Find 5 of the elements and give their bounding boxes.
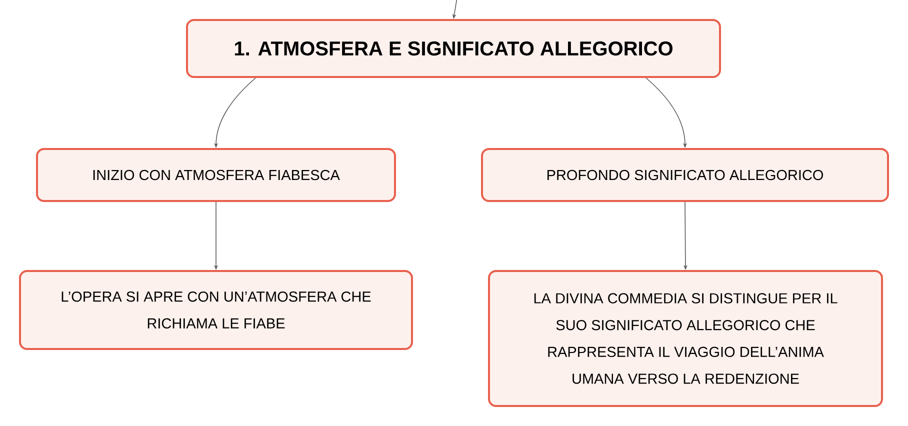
topic-box: 1. ATMOSFERA E SIGNIFICATO ALLEGORICO	[186, 19, 721, 78]
concept-box: LA DIVINA COMMEDIA SI DISTINGUE PER IL SUO SIGNIFICATO ALLEGORICO CHE RAPPRESENTA IL VIAGGIO DELL’ANIMA UMANA VERSO LA REDENZIONE	[488, 270, 883, 407]
concept-box: PROFONDO SIGNIFICATO ALLEGORICO	[481, 148, 889, 202]
concept-box: INIZIO CON ATMOSFERA FIABESCA	[36, 148, 396, 202]
concept-box: L’OPERA SI APRE CON UN’ATMOSFERA CHE RICHIAMA LE FIABE	[19, 270, 413, 350]
